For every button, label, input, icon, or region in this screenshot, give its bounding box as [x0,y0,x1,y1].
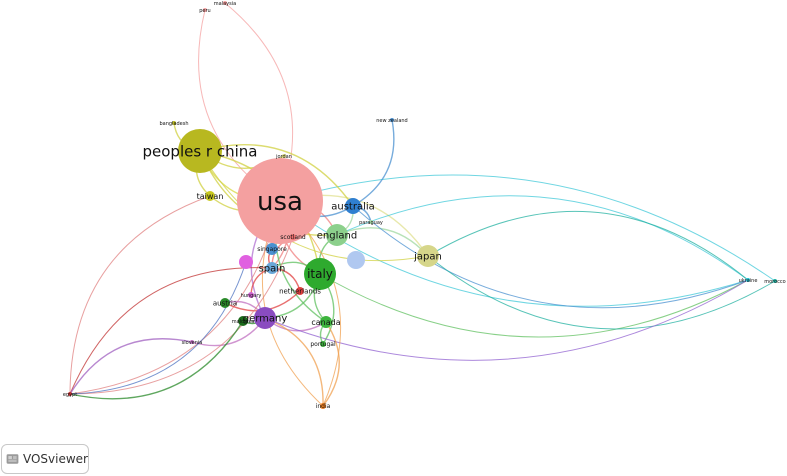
label-germany: germany [243,314,288,325]
node-england[interactable] [326,224,348,246]
link-taiwan-egypt [69,195,211,395]
node-jordan[interactable] [282,154,286,158]
node-lightblue_unlabeled[interactable] [347,251,365,269]
node-morocco[interactable] [773,279,777,283]
node-ukraine[interactable] [746,278,750,282]
node-singapore[interactable] [266,243,278,255]
node-italy[interactable] [304,258,336,290]
label-canada: canada [311,318,340,327]
label-italy: italy [307,267,333,281]
node-malaysia[interactable] [223,1,227,5]
link-usa-morocco [279,174,776,282]
link-germany-ukraine [264,279,749,361]
label-india: india [316,403,331,410]
label-new_zealand: new zealand [376,118,407,124]
label-bangladesh: bangladesh [159,121,188,127]
link-england-japan [336,227,429,257]
node-germany[interactable] [254,307,276,329]
label-scotland: scotland [280,234,306,241]
node-austria[interactable] [220,298,230,308]
node-hungary[interactable] [248,292,254,298]
vosviewer-badge[interactable]: VOSviewer [1,444,89,474]
label-england: england [317,231,357,242]
links-layer [69,2,776,407]
label-netherlands: netherlands [279,287,321,295]
label-japan: japan [413,252,442,263]
node-portugal[interactable] [320,341,326,347]
link-italy-ukraine [319,273,749,338]
link-maldives-egypt [69,320,244,400]
link-japan-ukraine [427,210,749,281]
label-morocco: morocco [764,279,786,285]
label-hungary: hungary [241,293,262,299]
label-jordan: jordan [275,154,292,160]
link-canada-india [322,321,340,407]
label-malaysia: malaysia [214,1,236,7]
link-england-ukraine [336,195,749,281]
link-pink_unlabeled-egypt [69,261,247,395]
label-spain: spain [259,264,286,275]
link-china-australia [199,144,354,207]
node-bangladesh[interactable] [172,121,176,125]
label-peru: peru [199,8,210,14]
node-paraguay[interactable] [369,220,373,224]
link-australia-ukraine [352,205,749,309]
node-india[interactable] [320,403,326,409]
node-japan[interactable] [417,245,439,267]
label-taiwan: taiwan [197,192,224,201]
link-slovenia-egypt [69,338,193,395]
link-spain-egypt [69,267,273,395]
node-taiwan[interactable] [205,191,215,201]
node-new_zealand[interactable] [390,118,394,122]
node-scotland[interactable] [290,234,296,240]
node-peru[interactable] [203,8,207,12]
link-usa-egypt [69,200,281,395]
link-scotland-egypt [69,236,294,395]
node-china[interactable] [178,129,222,173]
link-japan-morocco [427,255,776,330]
nodes-layer [68,1,777,409]
label-slovenia: slovenia [182,340,203,346]
node-slovenia[interactable] [190,340,194,344]
node-pink_unlabeled[interactable] [239,255,253,269]
link-china-japan [199,150,429,262]
label-australia: australia [331,202,375,213]
label-maldives: maldives [232,319,255,325]
vosviewer-logo-icon [6,454,19,464]
label-china: peoples r china [143,142,258,160]
node-australia[interactable] [345,198,361,214]
label-egypt: egypt [63,392,77,398]
node-maldives[interactable] [238,316,248,326]
label-usa: usa [257,187,303,217]
node-spain[interactable] [266,262,278,274]
label-portugal: portugal [310,341,336,348]
node-egypt[interactable] [68,392,72,396]
labels-layer: usa peoples r china italy england australia j… [63,1,786,410]
label-ukraine: ukraine [739,278,758,284]
label-singapore: singapore [257,246,287,253]
label-paraguay: paraguay [359,220,383,226]
label-austria: austria [213,299,237,307]
node-netherlands[interactable] [296,287,304,295]
node-canada[interactable] [320,316,332,328]
app-name: VOSviewer [22,452,88,466]
node-usa[interactable] [237,158,323,244]
link-germany-india [264,317,324,407]
link-australia-new_zealand [352,119,395,207]
